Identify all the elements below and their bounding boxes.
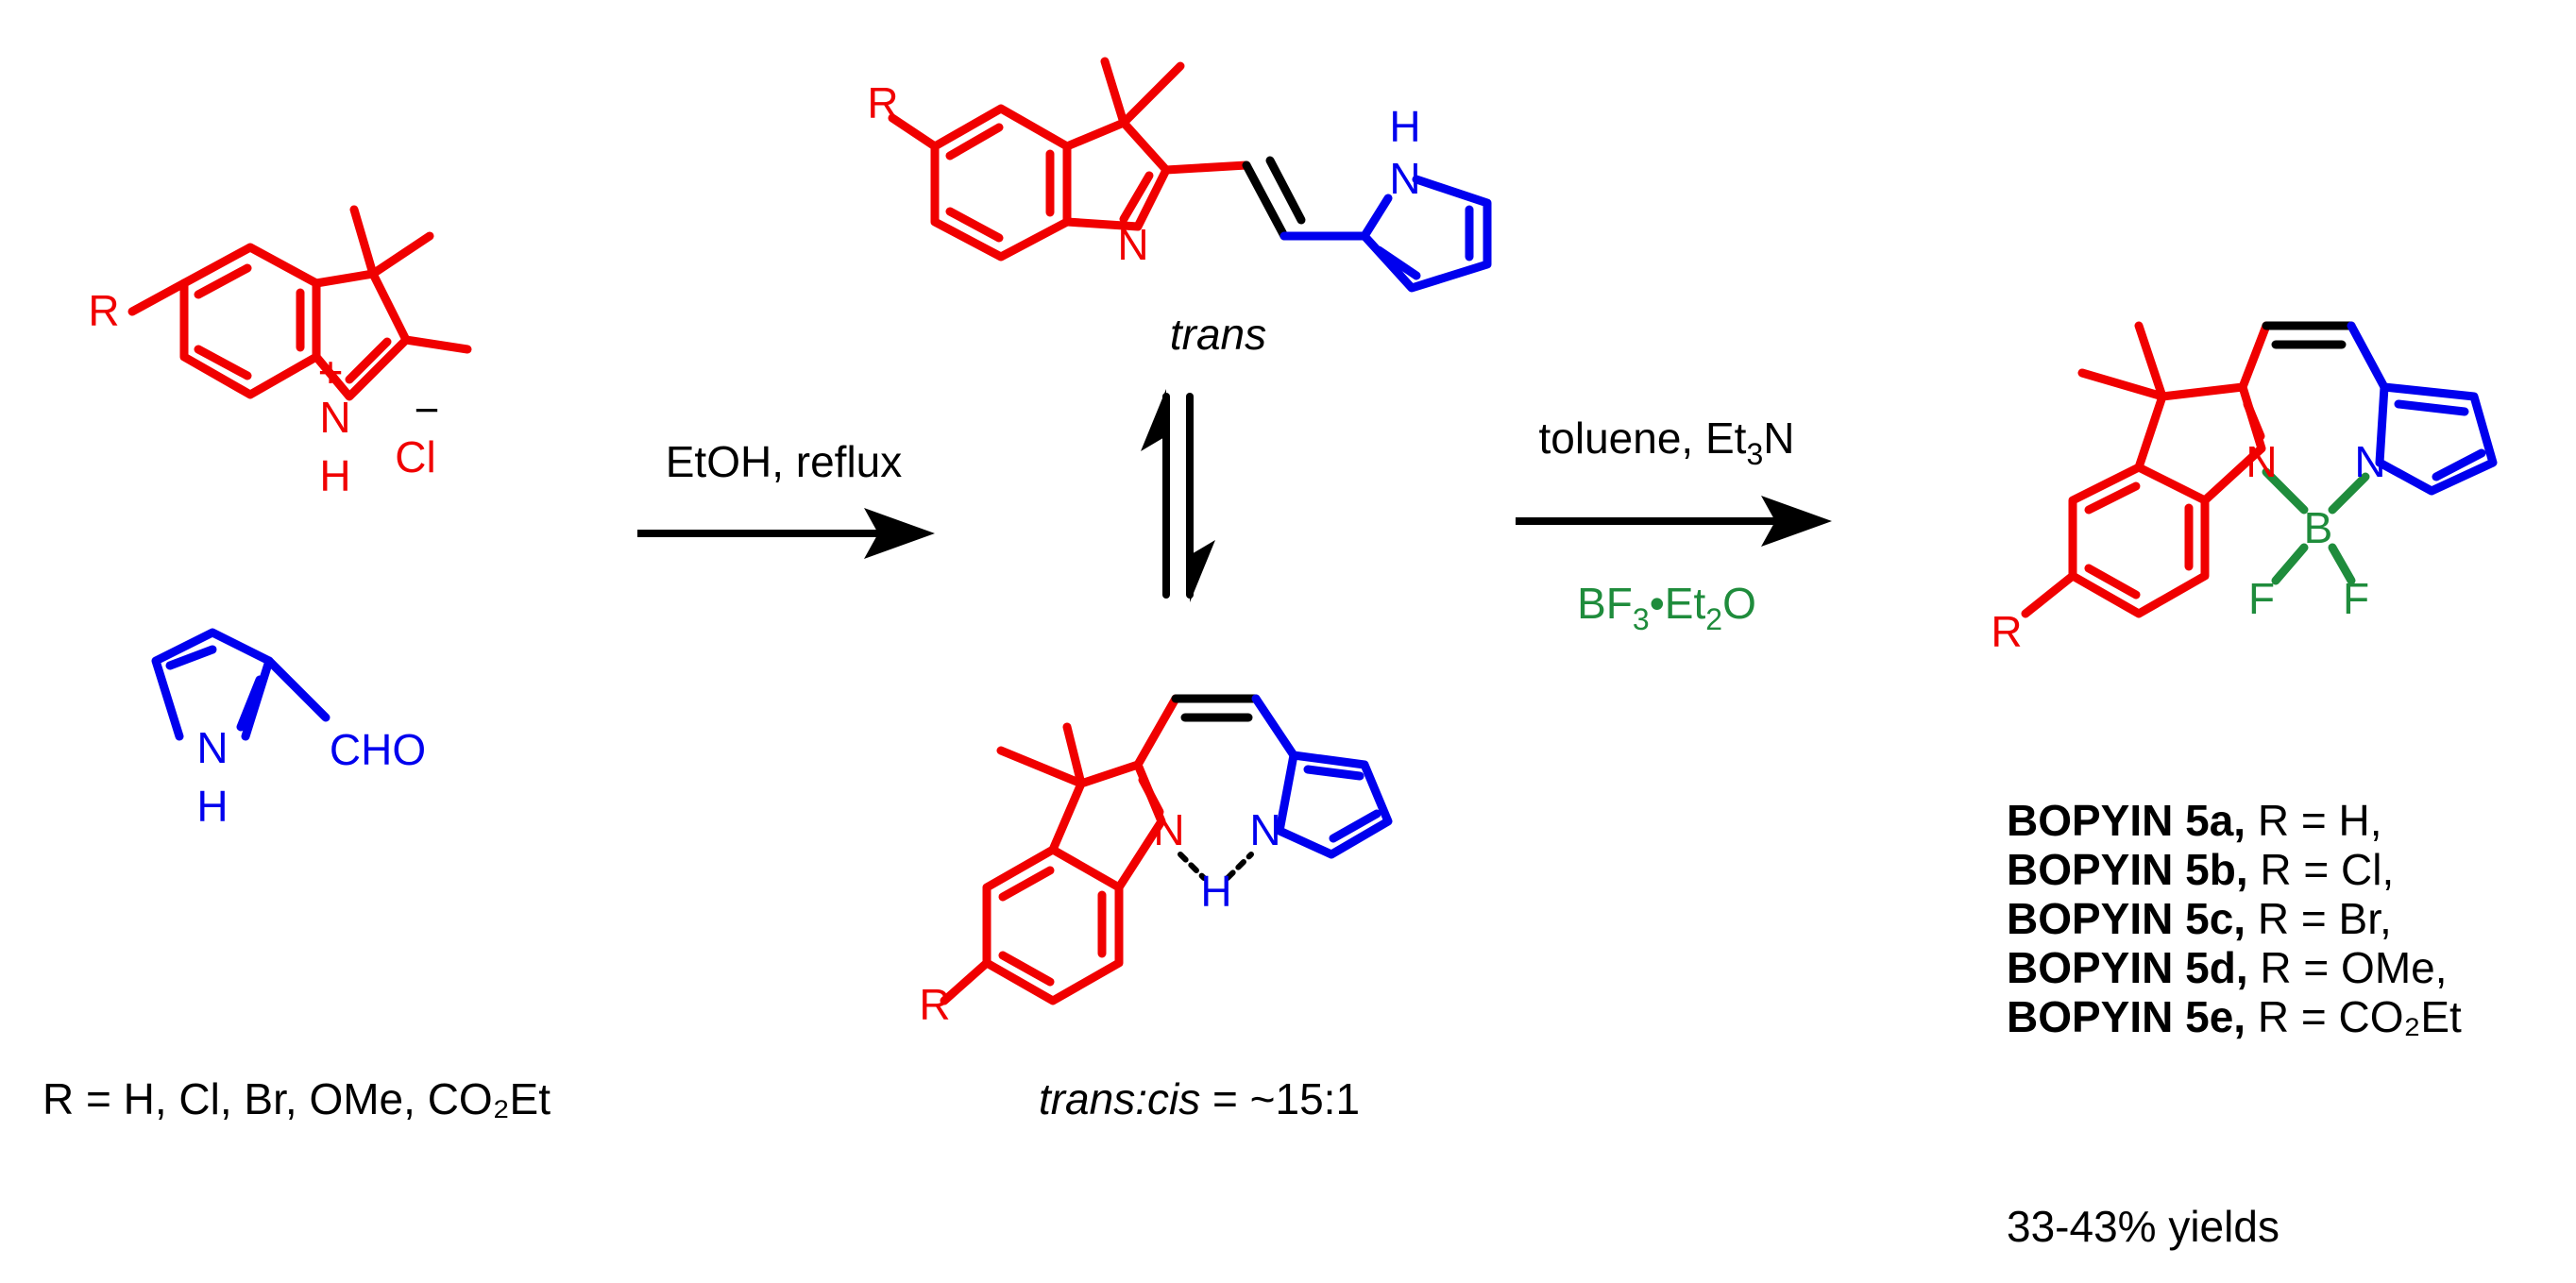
step2-conditions-bottom: BF3•Et2O (1577, 579, 1756, 636)
equilibrium-up-head (1141, 389, 1166, 451)
cis-n-indole-label: N (1153, 805, 1184, 854)
step2-top-a: toluene, Et (1539, 414, 1747, 463)
cis-n-pyrrole-label: N (1249, 805, 1280, 854)
step2-bottom-sub2: 2 (1705, 602, 1722, 636)
product-list-item: BOPYIN 5c, R = Br, (2007, 894, 2392, 943)
step2-top-sub: 3 (1746, 437, 1763, 471)
plus-charge: + (318, 347, 344, 397)
r-scope-text: R = H, Cl, Br, OMe, CO₂Et (42, 1074, 551, 1123)
equilibrium-arrows (1162, 393, 1194, 599)
product-name: BOPYIN 5b, (2007, 845, 2248, 894)
product-r-value: R = CO₂Et (2246, 992, 2462, 1041)
trans-n-label: N (1117, 220, 1148, 269)
step2-bottom-c: O (1722, 579, 1756, 628)
product-list-item: BOPYIN 5b, R = Cl, (2007, 845, 2394, 894)
trans-isomer (888, 57, 1492, 293)
trans-nh-n-label: N (1389, 154, 1420, 203)
equilibrium-down-head (1190, 540, 1215, 602)
product-name: BOPYIN 5d, (2007, 943, 2248, 992)
bopyin-product (2021, 321, 2498, 618)
ratio-italic: trans:cis (1039, 1074, 1200, 1123)
pyrrole-aldehyde (151, 628, 330, 741)
product-f1-label: F (2248, 574, 2275, 623)
yields-text: 33-43% yields (2007, 1202, 2279, 1251)
product-list-item: BOPYIN 5a, R = H, (2007, 796, 2382, 845)
aldehyde-h-label: H (196, 782, 228, 831)
product-list-item: BOPYIN 5d, R = OMe, (2007, 943, 2448, 992)
product-r-value: R = Cl, (2248, 845, 2395, 894)
aldehyde-cho-label: CHO (330, 725, 426, 774)
product-name: BOPYIN 5a, (2007, 796, 2246, 845)
step2-bottom-a: BF (1577, 579, 1633, 628)
aldehyde-n-label: N (196, 723, 228, 772)
product-r-value: R = Br, (2246, 894, 2392, 943)
ratio-rest: = ~15:1 (1200, 1074, 1360, 1123)
chloride-label: Cl (395, 432, 435, 481)
start-h-label: H (319, 451, 350, 500)
step2-arrowhead (1761, 496, 1832, 547)
cis-r-label: R (919, 980, 950, 1029)
cis-isomer (940, 694, 1393, 1005)
trans-cis-ratio: trans:cis = ~15:1 (1039, 1074, 1360, 1123)
start-n-label: N (319, 393, 350, 442)
step1-conditions: EtOH, reflux (666, 437, 903, 486)
start-r-label: R (88, 286, 119, 335)
product-r-value: R = H, (2246, 796, 2381, 845)
step2-top-b: N (1763, 414, 1794, 463)
trans-nh-h-label: H (1389, 102, 1420, 151)
trans-label: trans (1170, 310, 1266, 359)
product-n-indole-label: N (2246, 437, 2277, 486)
indoleninium-salt (127, 205, 472, 401)
product-r-value: R = OMe, (2248, 943, 2448, 992)
cis-h-label: H (1200, 867, 1231, 916)
product-b-label: B (2304, 503, 2333, 552)
product-name: BOPYIN 5c, (2007, 894, 2246, 943)
step2-bottom-b: •Et (1650, 579, 1706, 628)
minus-charge: − (415, 385, 440, 434)
step2-conditions-top: toluene, Et3N (1539, 414, 1795, 471)
product-list: BOPYIN 5a, R = H,BOPYIN 5b, R = Cl,BOPYI… (2007, 796, 2462, 1041)
product-n-pyrrole-label: N (2354, 437, 2385, 486)
trans-r-label: R (867, 78, 898, 127)
product-list-item: BOPYIN 5e, R = CO₂Et (2007, 992, 2462, 1041)
product-r-label: R (1991, 607, 2022, 656)
step2-bottom-sub1: 3 (1633, 602, 1650, 636)
step1-arrowhead (864, 508, 935, 559)
product-f2-label: F (2343, 574, 2369, 623)
product-name: BOPYIN 5e, (2007, 992, 2246, 1041)
